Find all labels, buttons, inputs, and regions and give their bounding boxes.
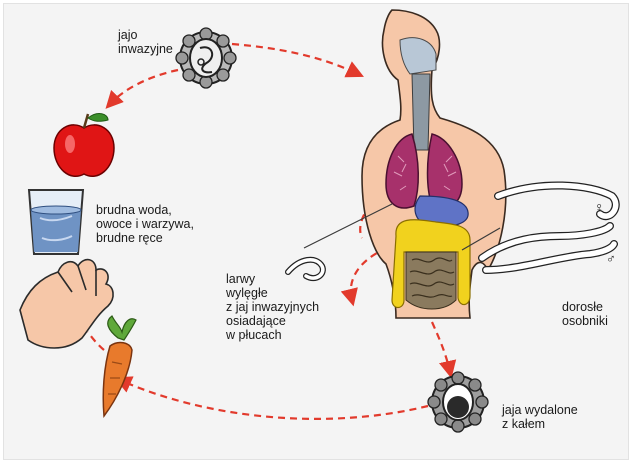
- hand-icon: [20, 260, 113, 348]
- female-symbol-icon: ♀: [594, 200, 605, 214]
- arrow-body-to-excreted-egg: [432, 322, 450, 372]
- carrot-icon: [103, 316, 136, 416]
- apple-icon: [54, 114, 114, 177]
- trachea: [412, 74, 430, 150]
- arrow-carrot-to-hand: [88, 332, 104, 350]
- arrow-egg-to-apple: [110, 70, 178, 104]
- label-invasive-egg: jajo inwazyjne: [118, 28, 173, 56]
- egg-icon: [176, 28, 236, 88]
- arrow-egg-to-body: [232, 44, 358, 74]
- label-larvae: larwy wylęgłe z jaj inwazyjnych osiadają…: [226, 272, 319, 342]
- label-excreted-eggs: jaja wydalone z kałem: [502, 403, 578, 431]
- label-dirty-sources: brudna woda, owoce i warzywa, brudne ręc…: [96, 203, 194, 245]
- arrow-excreted-egg-to-carrot: [120, 380, 428, 419]
- male-symbol-icon: ♂: [606, 252, 616, 266]
- water-glass-icon: [29, 190, 83, 254]
- excreted-egg-icon: [428, 372, 488, 432]
- label-adult-worms: dorosłe osobniki: [562, 300, 608, 328]
